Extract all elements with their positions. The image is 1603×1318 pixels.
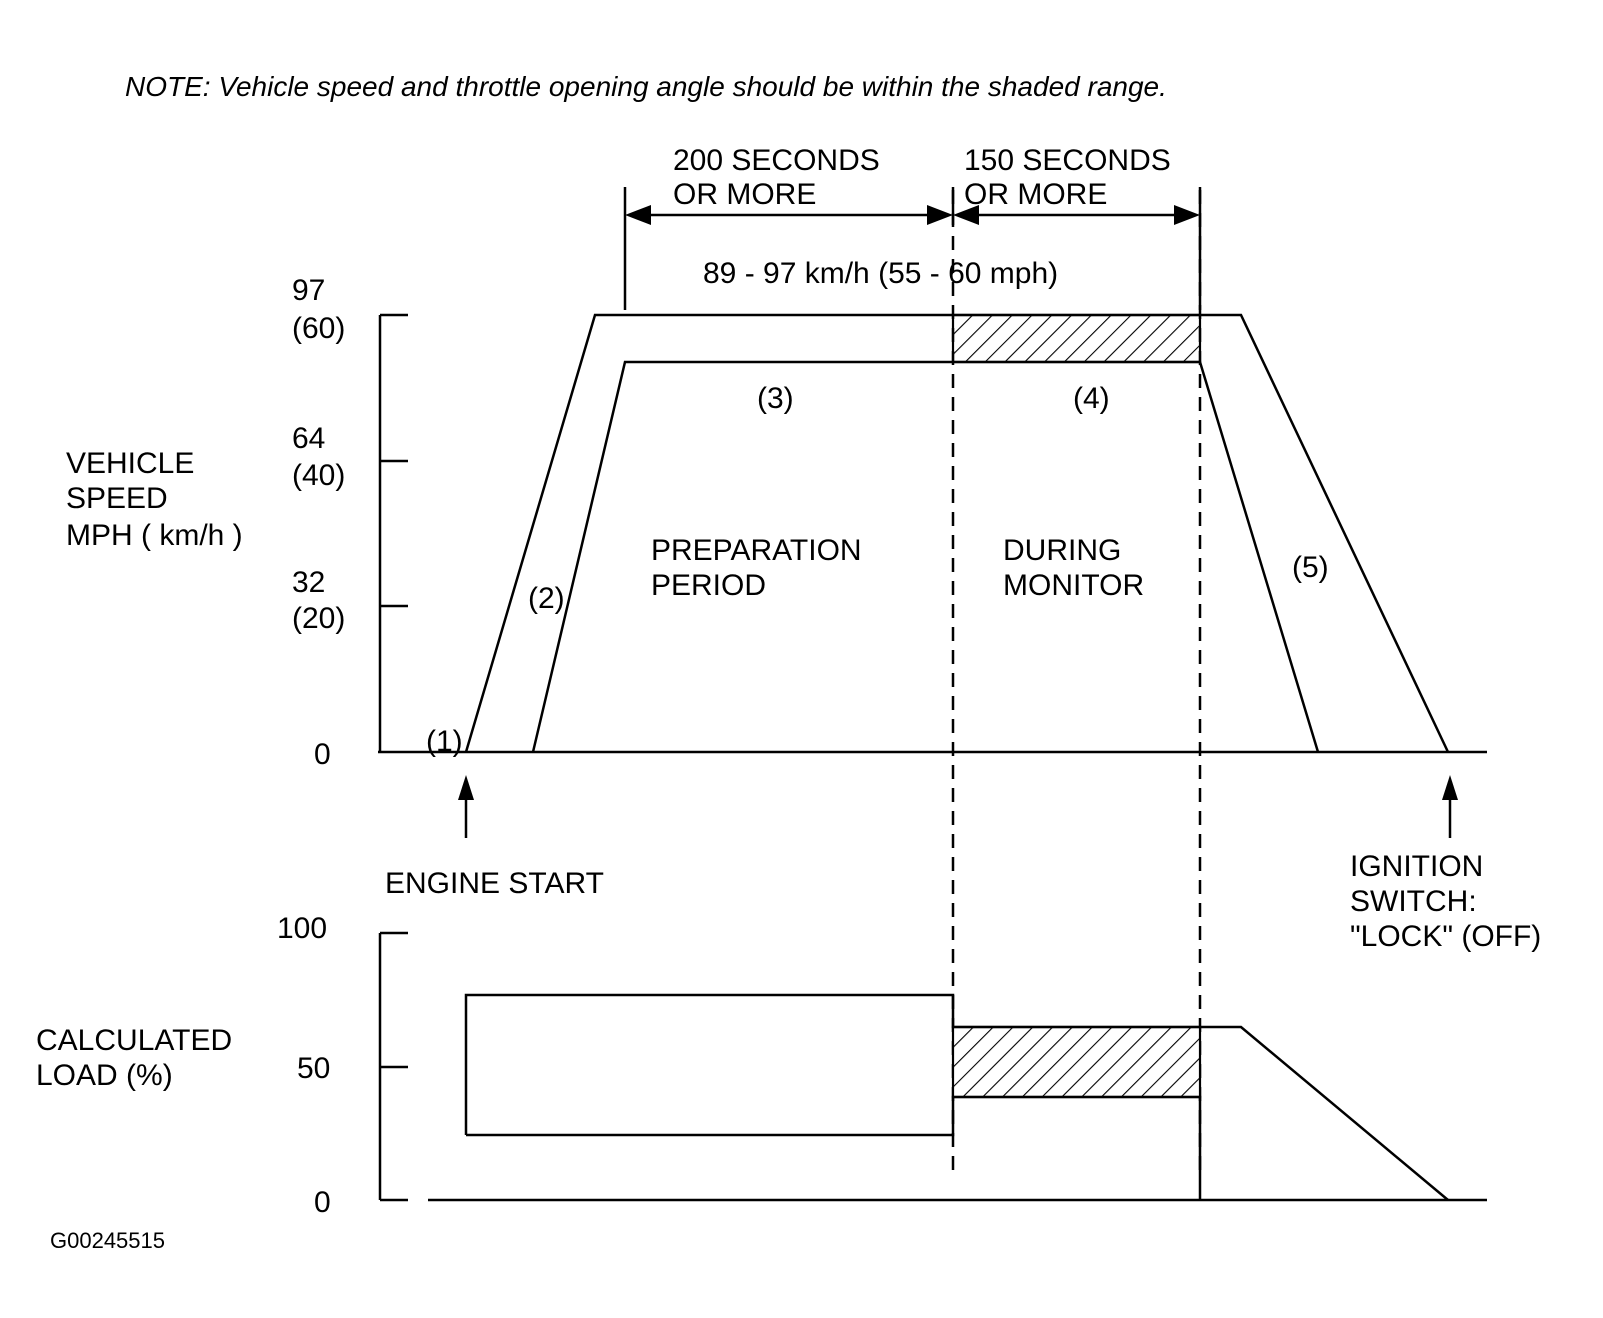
phase-1-label: (1)	[426, 725, 463, 758]
ignition-label-3: "LOCK" (OFF)	[1350, 920, 1541, 953]
duration-1-line1: 200 SECONDS	[673, 144, 880, 177]
monitor-label-2: MONITOR	[1003, 569, 1144, 602]
phase-2-label: (2)	[528, 582, 565, 615]
phase-4-label: (4)	[1073, 382, 1110, 415]
speed-range-label: 89 - 97 km/h (55 - 60 mph)	[703, 257, 1058, 290]
engine-start-arrowhead	[458, 775, 474, 800]
speed-axis	[378, 313, 1487, 754]
load-upper-envelope	[464, 993, 1449, 1201]
ignition-arrowhead	[1442, 775, 1458, 800]
load-tick-100: 100	[277, 912, 327, 945]
load-axis	[378, 931, 1487, 1202]
speed-tick-40: (40)	[292, 459, 345, 492]
load-axis-label-2: LOAD (%)	[36, 1059, 173, 1092]
speed-shaded-range	[951, 313, 1202, 364]
load-tick-0: 0	[314, 1186, 331, 1219]
load-lower-envelope	[466, 1095, 1202, 1200]
engine-start-label: ENGINE START	[385, 867, 604, 900]
duration-2-line1: 150 SECONDS	[964, 144, 1171, 177]
prep-label-2: PERIOD	[651, 569, 766, 602]
speed-tick-0: 0	[314, 738, 331, 771]
speed-axis-label-2: SPEED	[66, 482, 168, 515]
speed-tick-32: 32	[292, 566, 325, 599]
speed-tick-64: 64	[292, 422, 325, 455]
speed-axis-label-1: VEHICLE	[66, 447, 194, 480]
speed-lower-envelope	[531, 360, 1320, 753]
speed-tick-60: (60)	[292, 312, 345, 345]
speed-axis-label-3: MPH ( km/h )	[66, 519, 243, 552]
speed-tick-97: 97	[292, 274, 325, 307]
speed-upper-envelope	[464, 313, 1450, 753]
ignition-label-1: IGNITION	[1350, 850, 1483, 883]
figure-code: G00245515	[50, 1228, 165, 1253]
load-shaded-range	[951, 1025, 1202, 1099]
ignition-label-2: SWITCH:	[1350, 885, 1477, 918]
arrow-head-mid-left	[927, 205, 953, 225]
duration-1-line2: OR MORE	[673, 178, 816, 211]
monitor-label-1: DURING	[1003, 534, 1121, 567]
duration-brackets	[623, 187, 1202, 310]
arrow-head-left	[625, 205, 651, 225]
note-text: NOTE: Vehicle speed and throttle opening…	[125, 71, 1167, 102]
speed-tick-20: (20)	[292, 602, 345, 635]
arrow-head-right	[1174, 205, 1200, 225]
load-tick-50: 50	[297, 1052, 330, 1085]
prep-label-1: PREPARATION	[651, 534, 862, 567]
duration-2-line2: OR MORE	[964, 178, 1107, 211]
phase-5-label: (5)	[1292, 551, 1329, 584]
load-axis-label-1: CALCULATED	[36, 1024, 232, 1057]
phase-3-label: (3)	[757, 382, 794, 415]
